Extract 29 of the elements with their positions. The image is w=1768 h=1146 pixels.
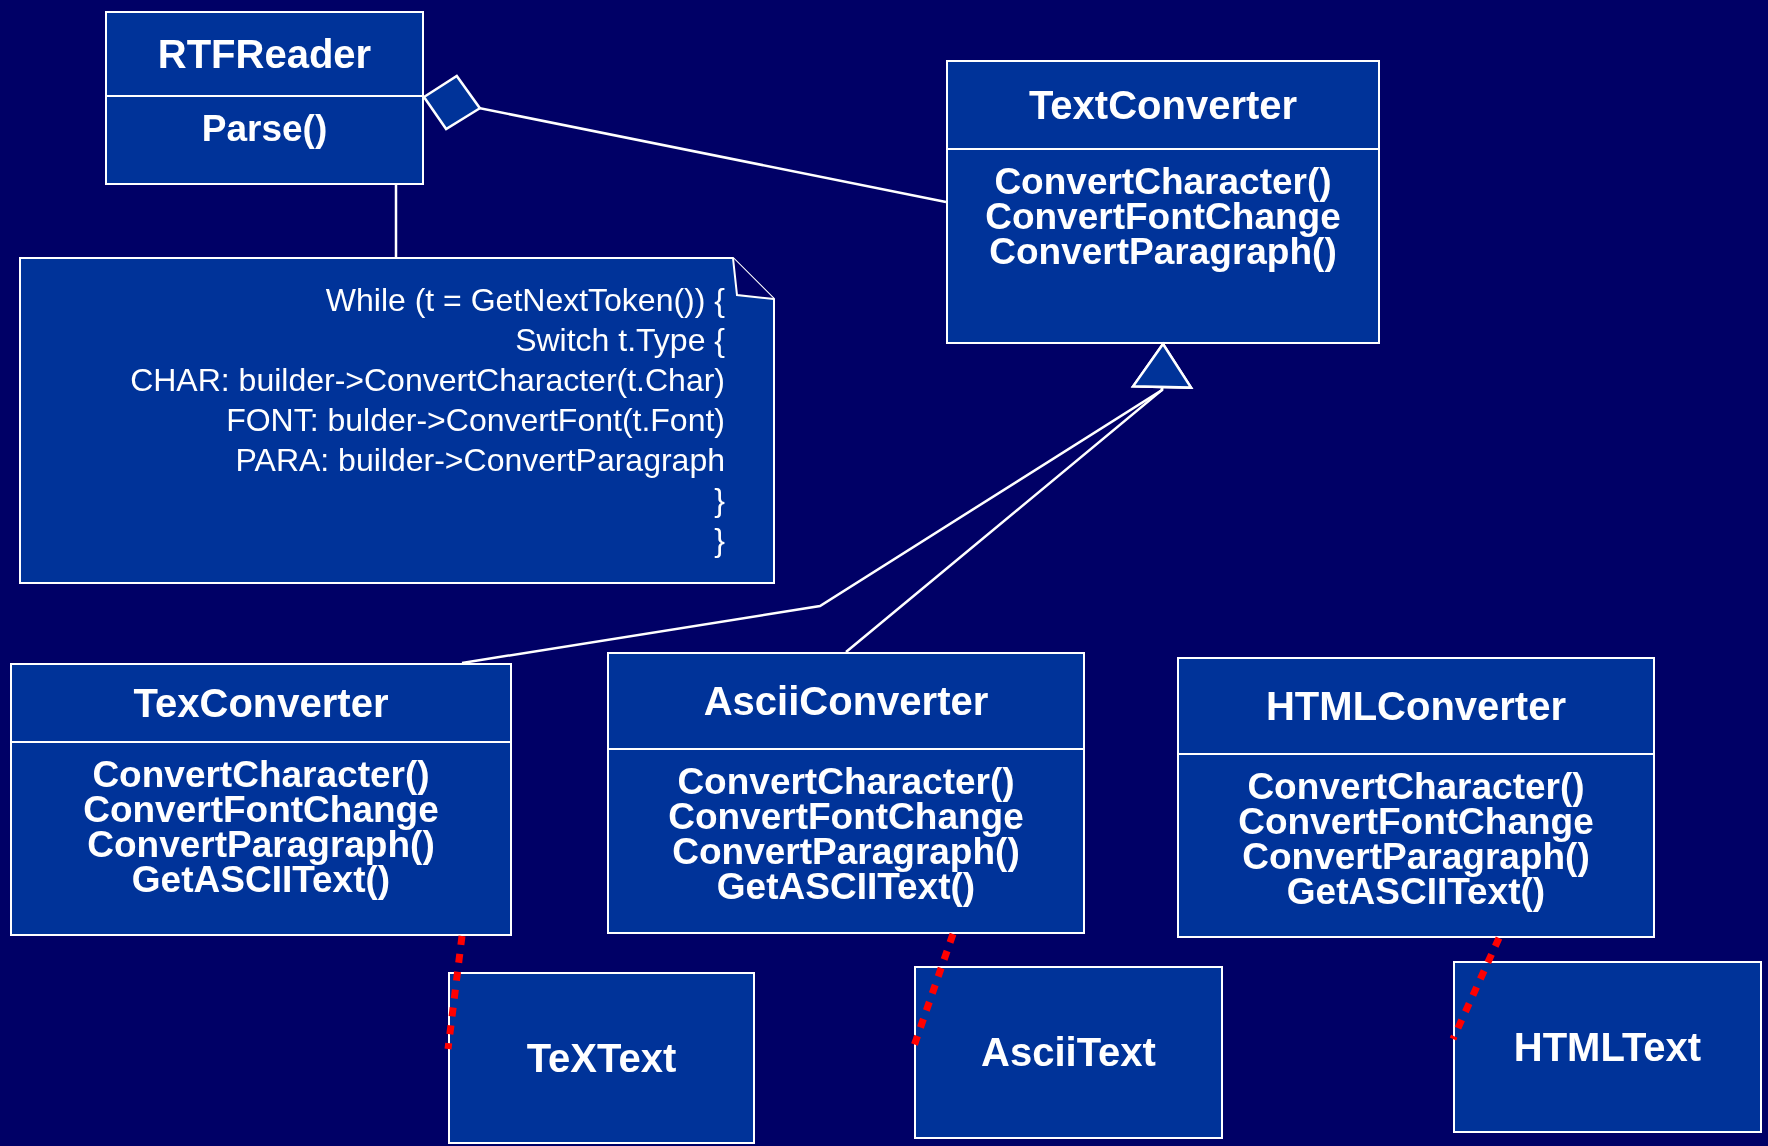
class-name: HTMLText: [1513, 1024, 1702, 1070]
aggregation-line: [422, 74, 947, 204]
class-name: TeXText: [526, 1035, 677, 1081]
code-line: CHAR: builder->ConvertCharacter(t.Char): [130, 361, 725, 400]
class-name: AsciiConverter: [703, 678, 989, 724]
inheritance-arrow: [845, 342, 1193, 653]
class-name: TextConverter: [1028, 82, 1298, 128]
dotted-line: [444, 935, 466, 1050]
class-box: [105, 11, 424, 185]
code-line: PARA: builder->ConvertParagraph: [235, 441, 725, 480]
code-line: FONT: bulder->ConvertFont(t.Font): [226, 401, 725, 440]
code-line: }: [714, 521, 725, 560]
dotted-line: [910, 932, 957, 1048]
class-box: [607, 652, 1085, 934]
class-name: HTMLConverter: [1266, 683, 1566, 729]
code-line: }: [714, 481, 725, 520]
class-box: [914, 966, 1223, 1139]
class-box: [946, 60, 1380, 344]
class-name: TexConverter: [133, 680, 389, 726]
class-name: RTFReader: [157, 31, 372, 77]
dotted-line: [1449, 936, 1503, 1041]
class-box: [1177, 657, 1655, 938]
note-link-line: [394, 185, 398, 257]
code-line: Switch t.Type {: [515, 321, 725, 360]
class-name: AsciiText: [981, 1030, 1156, 1075]
class-box: [1453, 961, 1762, 1133]
class-box: [10, 663, 512, 936]
code-line: While (t = GetNextToken()) {: [325, 281, 725, 320]
class-box: [448, 972, 755, 1144]
